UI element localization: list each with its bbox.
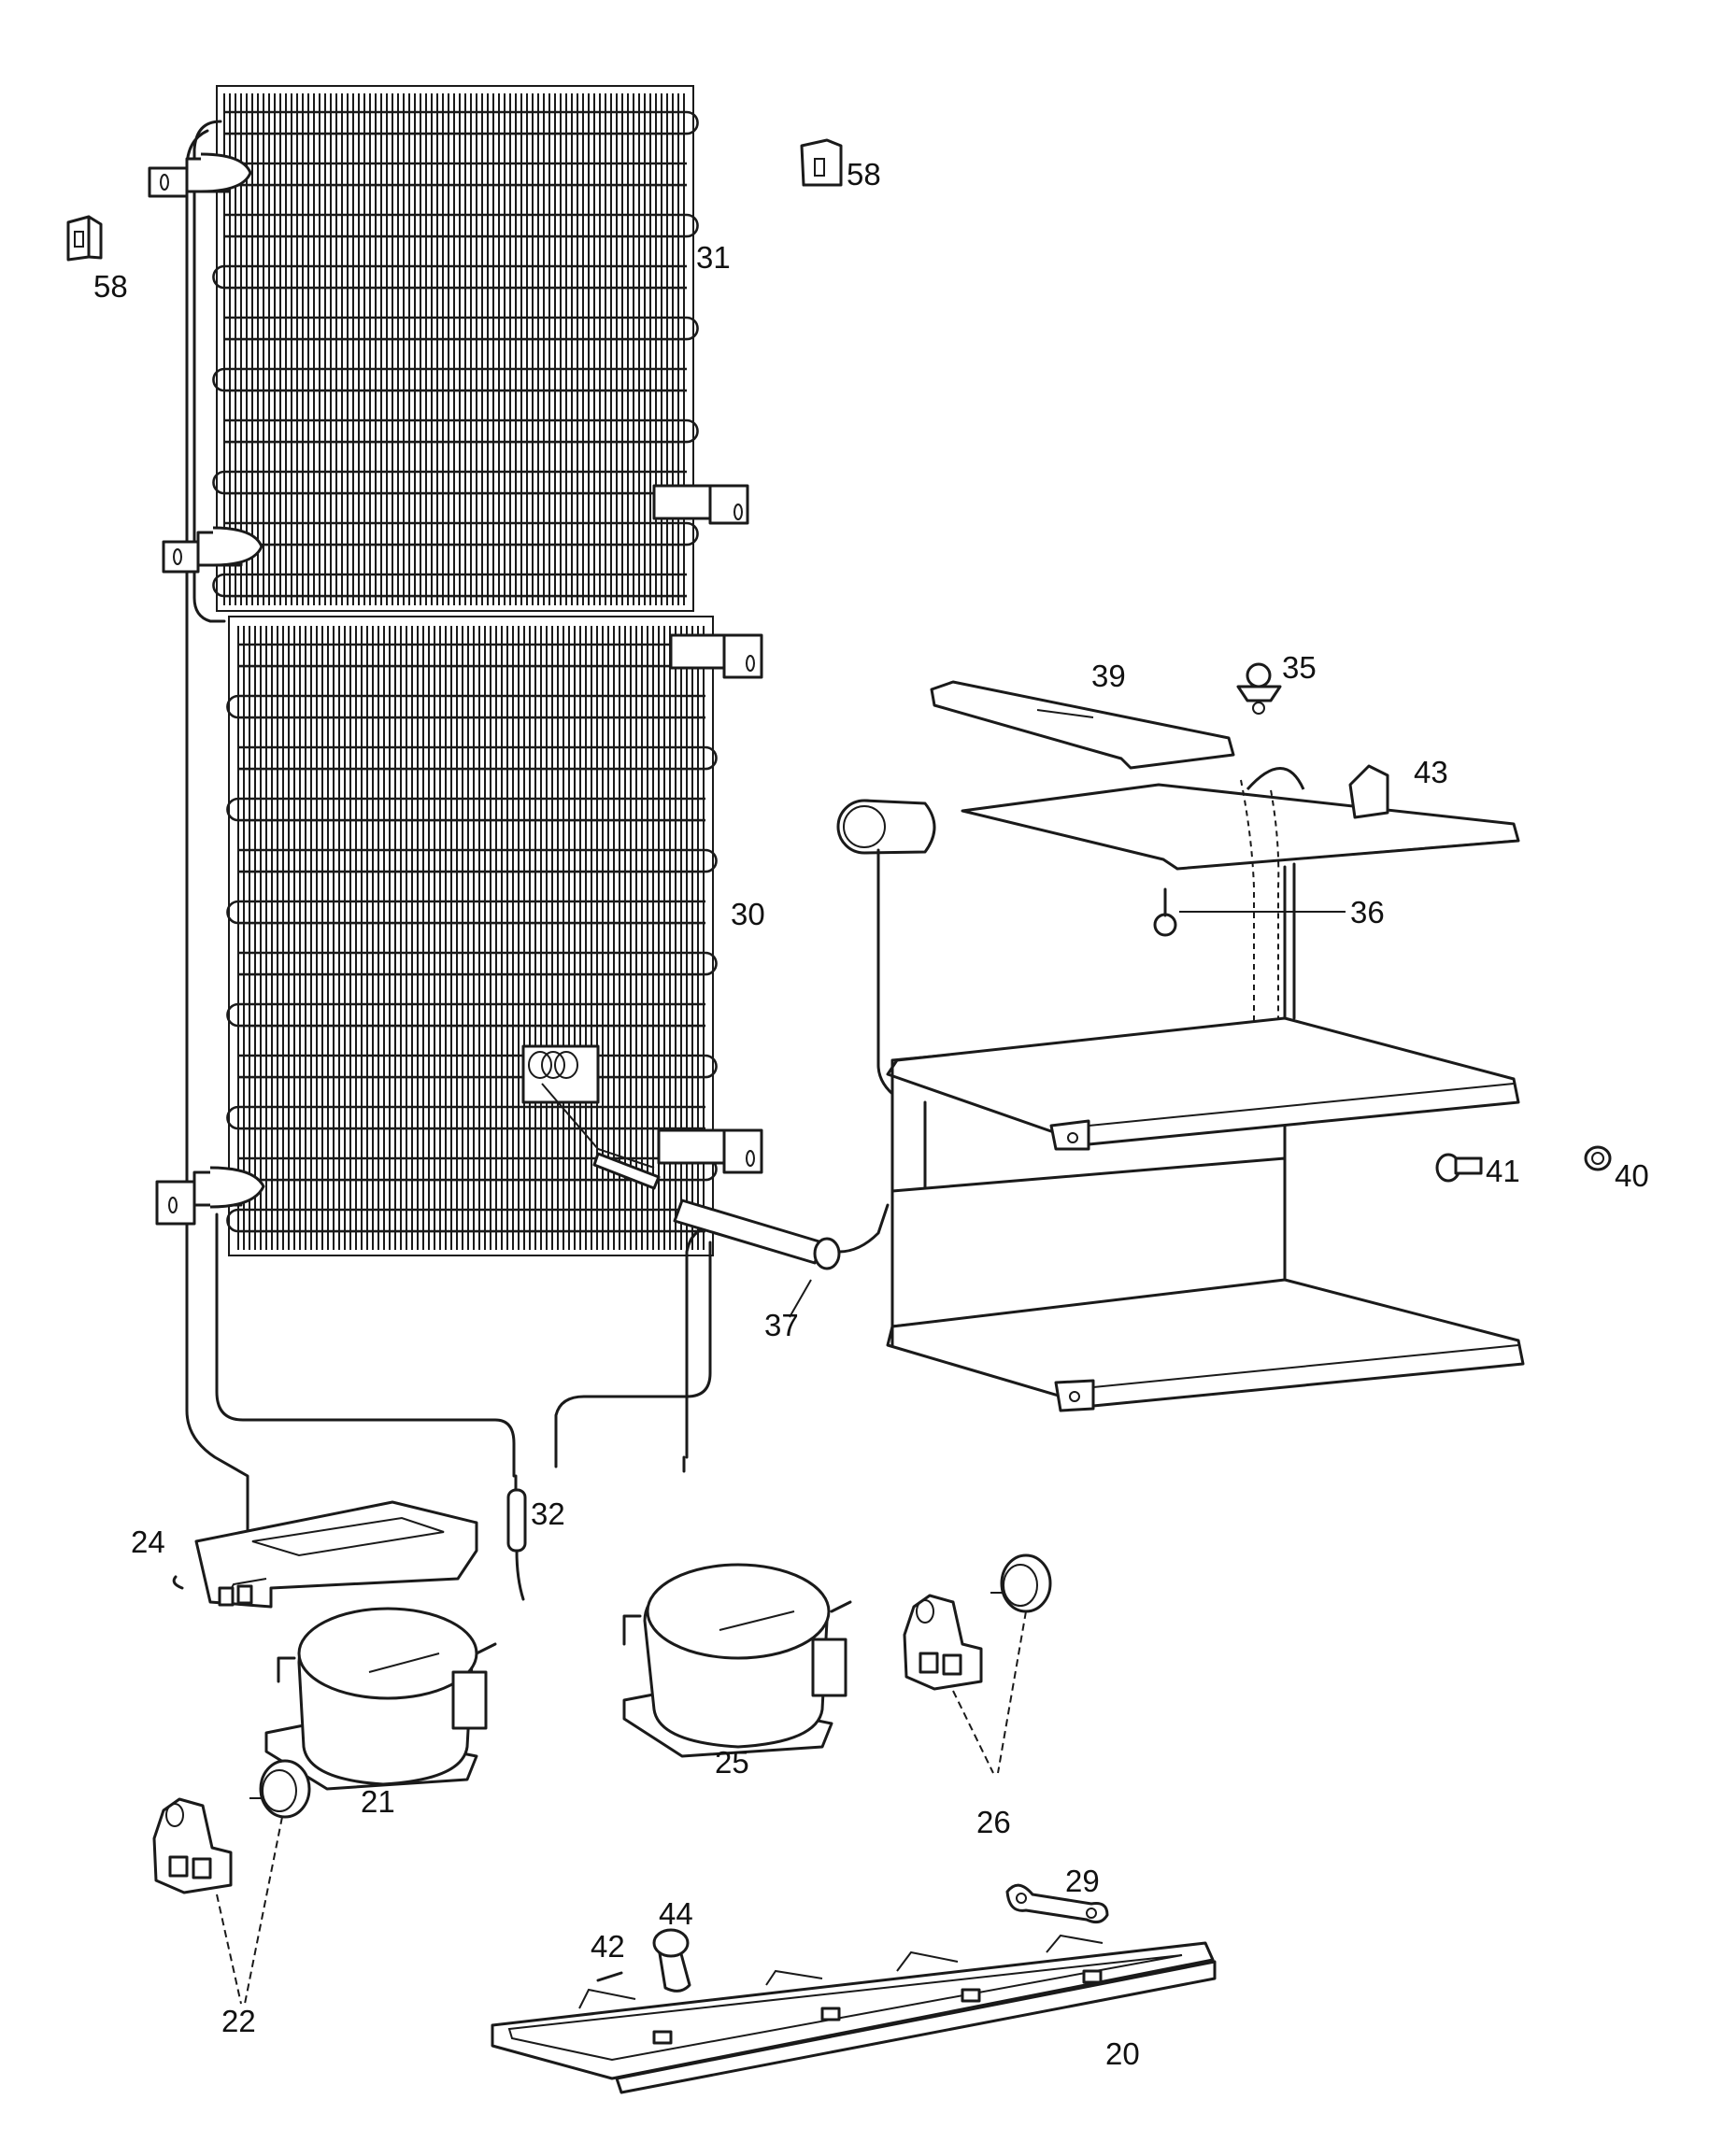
condenser-tube-coil: [212, 110, 699, 598]
callout-24: 24: [131, 1525, 165, 1559]
callout-30: 30: [731, 897, 765, 931]
clip-58-left: [66, 215, 103, 262]
capillary-coil: [521, 1044, 655, 1169]
clip-58-right: [800, 138, 843, 187]
callout-25: 25: [715, 1745, 749, 1780]
condenser-lower: [226, 616, 718, 1256]
callout-44: 44: [659, 1896, 693, 1931]
callout-36: 36: [1350, 895, 1385, 929]
callout-39: 39: [1091, 659, 1126, 693]
callout-labels: 58 58 31 39 35 43 30 36 41 40 37 32 24 2…: [93, 157, 1649, 2071]
callout-29: 29: [1065, 1864, 1100, 1898]
condenser-upper: [212, 85, 699, 612]
callout-40: 40: [1615, 1158, 1649, 1193]
condenser-tubing: [185, 120, 712, 1553]
compressor-tray: [172, 1500, 478, 1609]
base-plate: [491, 1934, 1217, 2094]
callout-26: 26: [976, 1805, 1011, 1839]
nut-40: [1584, 1145, 1612, 1171]
callout-42: 42: [591, 1929, 625, 1964]
condenser-tube-coil: [226, 643, 718, 1233]
drier-small: [506, 1474, 527, 1601]
callout-20: 20: [1105, 2036, 1140, 2071]
bushing-44: [652, 1928, 691, 1993]
tray-cover: [930, 680, 1235, 770]
callout-21: 21: [361, 1784, 395, 1819]
callout-35: 35: [1282, 650, 1317, 685]
evaporator-assembly: [836, 764, 1525, 1412]
callout-22: 22: [221, 2004, 256, 2038]
callout-43: 43: [1414, 755, 1448, 789]
condenser-bracket: [148, 152, 763, 1226]
callout-41: 41: [1486, 1154, 1520, 1188]
callout-31: 31: [696, 240, 731, 275]
drier-filter: [592, 1152, 890, 1318]
callout-32: 32: [531, 1496, 565, 1531]
callout-58-right: 58: [847, 157, 881, 191]
clip-35: [1236, 662, 1282, 715]
callout-37: 37: [764, 1308, 799, 1342]
callout-58-left: 58: [93, 269, 128, 304]
relay-26: [903, 1553, 1052, 1774]
bolt-41: [1435, 1153, 1483, 1183]
strap-29: [1005, 1883, 1109, 1924]
peg-36: [1153, 887, 1346, 937]
relay-22: [152, 1759, 311, 2005]
pin-42: [596, 1971, 623, 1982]
compressor-21: [264, 1607, 497, 1791]
compressor-25: [622, 1563, 852, 1758]
